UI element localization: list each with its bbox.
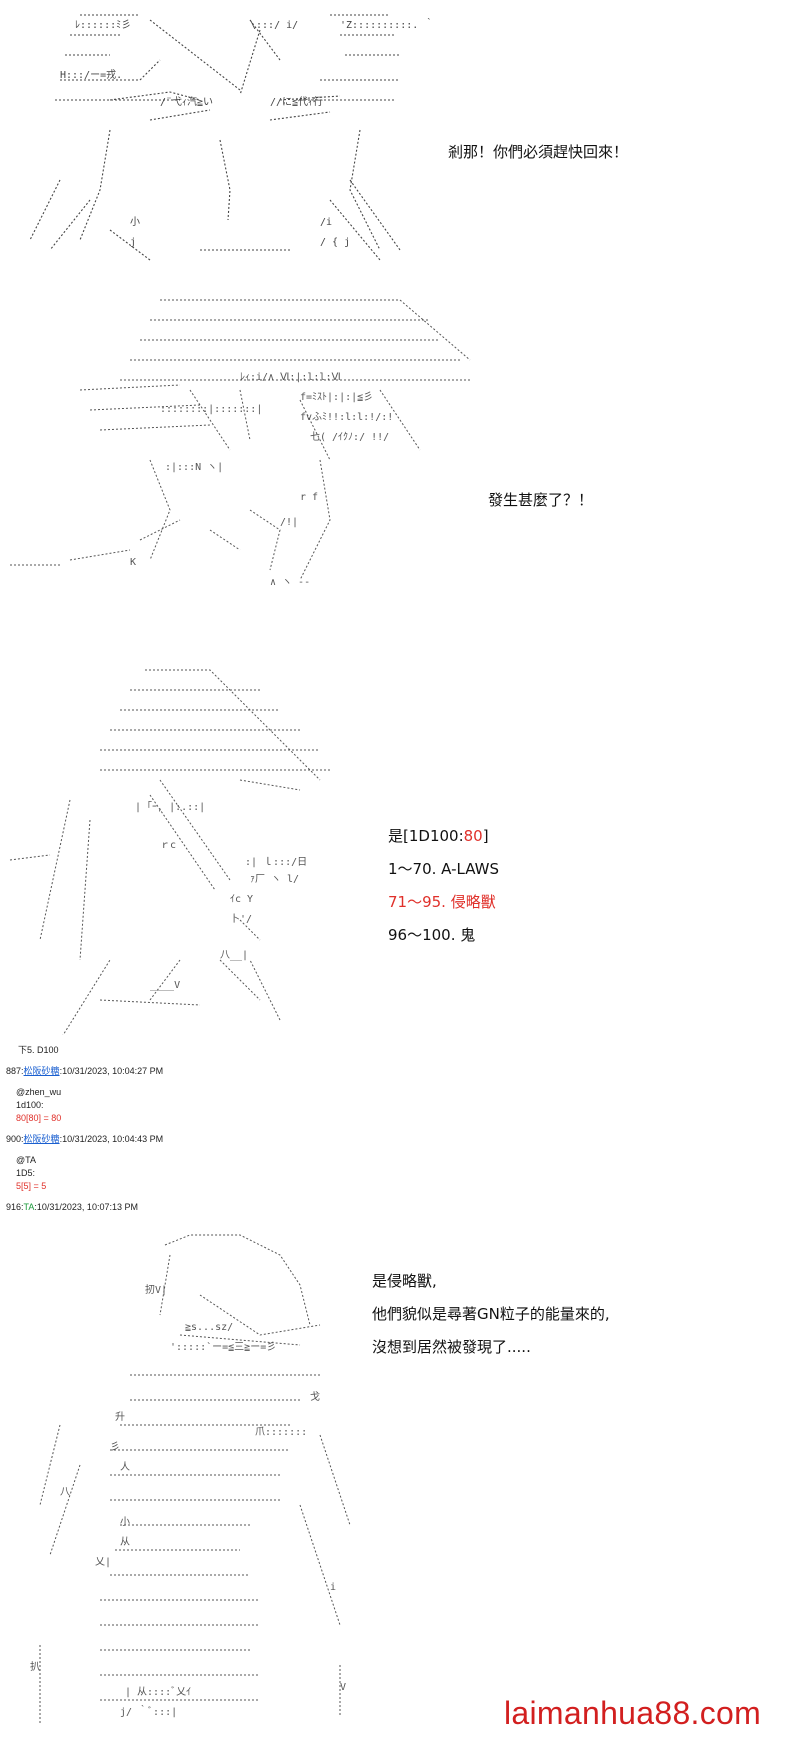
panel-4: 扨V| ≧s...sz/ ':::::`ー=≦三≧ー=彡 戈 升 爪::::::… <box>0 1225 800 1740</box>
svg-text:j: j <box>130 237 136 248</box>
dialog-line: 剎那！你們必須趕快回來！ <box>448 143 629 161</box>
dialog-line: 沒想到居然被發現了..... <box>372 1338 531 1356</box>
dice-roll-suffix: ] <box>482 827 489 845</box>
post-header: 900:松阪砂糖:10/31/2023, 10:04:43 PM <box>6 1134 164 1144</box>
svg-text:____V: ____V <box>150 980 180 991</box>
post-header: 887:松阪砂糖:10/31/2023, 10:04:27 PM <box>6 1066 164 1076</box>
svg-text:fvふﾐ!!:l:l:!/:!: fvふﾐ!!:l:l:!/:! <box>300 411 393 423</box>
post-header: 916:TA:10/31/2023, 10:07:13 PM <box>6 1202 138 1212</box>
svg-text::|:::N ヽ|: :|:::N ヽ| <box>165 462 223 473</box>
option-oni: 96～100. 鬼 <box>388 926 476 944</box>
forum-header: 下5. D100 <box>18 1045 59 1055</box>
svg-text::| ｌ:::/日: :| ｌ:::/日 <box>245 856 307 868</box>
svg-text:/i: /i <box>320 217 332 228</box>
svg-text:≧s...sz/: ≧s...sz/ <box>185 1322 233 1333</box>
dice-roll-line: 是[1D100:80] <box>388 820 499 853</box>
dialog-line: 他們貌似是尋著GN粒子的能量來的, <box>372 1305 610 1323</box>
post-datetime: :10/31/2023, 10:04:43 PM <box>59 1134 164 1144</box>
option-invader: 71～95. 侵略獸 <box>388 893 496 911</box>
ascii-art-character-4: 扨V| ≧s...sz/ ':::::`ー=≦三≧ー=彡 戈 升 爪::::::… <box>30 1234 351 1725</box>
svg-text:i: i <box>330 1582 336 1593</box>
svg-text:八: 八 <box>60 1487 70 1498</box>
post-dice-cmd: 1d100: <box>16 1100 44 1110</box>
svg-text:j/ ｀ﾞ:::|: j/ ｀ﾞ:::| <box>120 1704 177 1718</box>
svg-text:人: 人 <box>120 1461 130 1473</box>
svg-text:乂|: 乂| <box>95 1557 111 1568</box>
svg-text:ﾚｨ:i/∧ Ⅵ:|:l:l:Ⅵ: ﾚｨ:i/∧ Ⅵ:|:l:l:Ⅵ <box>240 372 341 383</box>
svg-text:::::::::|:::::::|: ::::::::|:::::::| <box>160 404 262 415</box>
dialog-line: 是侵略獸, <box>372 1272 437 1290</box>
svg-text:小: 小 <box>130 216 140 228</box>
post-username-link[interactable]: 松阪砂糖 <box>23 1066 60 1076</box>
forum-log: 下5. D100 887:松阪砂糖:10/31/2023, 10:04:27 P… <box>6 1044 163 1214</box>
svg-text:ﾚ::::::ﾐ彡: ﾚ::::::ﾐ彡 <box>75 20 131 31</box>
svg-text:r f: r f <box>300 492 318 503</box>
svg-text:':::::`ー=≦三≧ー=彡: ':::::`ー=≦三≧ー=彡 <box>170 1341 276 1353</box>
panel-2: ::::::::|:::::::| ﾚｨ:i/∧ Ⅵ:|:l:l:Ⅵ f=ﾐｽﾄ… <box>0 280 800 610</box>
svg-text:f=ﾐｽﾄ|:|:|≦彡: f=ﾐｽﾄ|:|:|≦彡 <box>300 392 373 403</box>
dice-roll-prefix: 是[1D100: <box>388 827 464 845</box>
panel-3: | ｢ｰ, |:.::| ｒc :| ｌ:::/日 ｧ厂 ヽ l/ ｲc Y 卜… <box>0 660 800 1035</box>
svg-text:\:::/ i/: \:::/ i/ <box>250 20 298 31</box>
svg-text:ｲc Y: ｲc Y <box>230 894 253 905</box>
svg-text:戈: 戈 <box>310 1390 320 1403</box>
svg-text:H:::/ー=戎.: H:::/ー=戎. <box>60 68 122 81</box>
svg-text:K: K <box>130 557 136 568</box>
post-mention: @zhen_wu <box>16 1087 62 1097</box>
post-username: TA <box>23 1202 35 1212</box>
svg-text:V: V <box>340 1682 346 1693</box>
post-number: 900 <box>6 1134 22 1144</box>
svg-text://に≦代ｨ行: //に≦代ｨ行 <box>270 95 323 108</box>
dialog-text: 剎那！你們必須趕快回來！ <box>448 136 628 169</box>
svg-text:卜'/: 卜'/ <box>230 913 252 925</box>
svg-text:/ { j: / { j <box>320 237 350 248</box>
ascii-art-character-2: ::::::::|:::::::| ﾚｨ:i/∧ Ⅵ:|:l:l:Ⅵ f=ﾐｽﾄ… <box>10 299 471 588</box>
post-dice-result: 80[80] = 80 <box>16 1113 62 1123</box>
post-datetime: :10/31/2023, 10:04:27 PM <box>59 1066 164 1076</box>
svg-text:扨V|: 扨V| <box>145 1284 167 1296</box>
panel-1: ﾚ::::::ﾐ彡 \:::/ i/ 'Z::::::::::. ｀ H:::/… <box>0 0 800 270</box>
post-mention: @TA <box>16 1155 36 1165</box>
svg-text:七( /ｲｸﾉ:/ !!/: 七( /ｲｸﾉ:/ !!/ <box>310 431 389 443</box>
post-datetime: :10/31/2023, 10:07:13 PM <box>34 1202 138 1212</box>
dice-roll-value: 80 <box>463 827 483 845</box>
site-watermark: laimanhua88.com <box>504 1695 762 1731</box>
svg-text:∧ ヽ ‐‐: ∧ ヽ ‐‐ <box>270 577 310 588</box>
dialog-line: 發生甚麼了？！ <box>488 491 594 509</box>
post-number: 887 <box>6 1066 22 1076</box>
svg-text:八__|: 八__| <box>220 950 248 961</box>
dialog-text: 是侵略獸, 他們貌似是尋著GN粒子的能量來的, 沒想到居然被發現了..... <box>372 1265 610 1364</box>
svg-text:升: 升 <box>115 1411 125 1423</box>
post-dice-cmd: 1D5: <box>16 1168 36 1178</box>
post-number: 916 <box>6 1202 22 1212</box>
svg-text:/¨弋ｨ汽≧い: /¨弋ｨ汽≧い <box>160 95 213 108</box>
svg-text:爪:::::::: 爪::::::: <box>255 1427 307 1438</box>
svg-text:'Z::::::::::. ｀: 'Z::::::::::. ｀ <box>340 17 434 31</box>
svg-text:| 从::::ﾞ乂ｲ: | 从::::ﾞ乂ｲ <box>125 1686 191 1698</box>
dice-result-block: 是[1D100:80] 1～70. A-LAWS 71～95. 侵略獸 96～1… <box>388 820 499 952</box>
dialog-text: 發生甚麼了？！ <box>488 484 593 517</box>
svg-text:ｒc: ｒc <box>160 840 176 851</box>
svg-text:| ｢ｰ, |:.::|: | ｢ｰ, |:.::| <box>135 801 205 813</box>
ascii-art-character-1: ﾚ::::::ﾐ彡 \:::/ i/ 'Z::::::::::. ｀ H:::/… <box>29 14 434 261</box>
svg-text:扒: 扒 <box>30 1660 40 1673</box>
svg-text:/!|: /!| <box>280 517 298 528</box>
svg-text:彡: 彡 <box>110 1442 120 1453</box>
option-a-laws: 1～70. A-LAWS <box>388 860 500 878</box>
post-username-link[interactable]: 松阪砂糖 <box>23 1134 60 1144</box>
svg-text:从: 从 <box>120 1537 130 1548</box>
post-dice-result: 5[5] = 5 <box>16 1181 47 1191</box>
svg-text:小: 小 <box>120 1516 130 1528</box>
svg-text:ｧ厂 ヽ l/: ｧ厂 ヽ l/ <box>250 874 299 885</box>
ascii-art-character-3: | ｢ｰ, |:.::| ｒc :| ｌ:::/日 ｧ厂 ヽ l/ ｲc Y 卜… <box>9 669 330 1035</box>
